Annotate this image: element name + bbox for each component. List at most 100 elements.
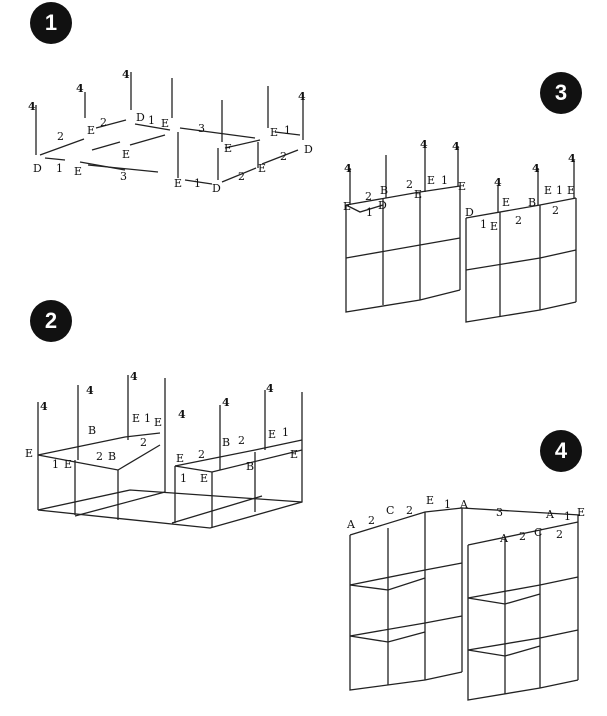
step-2-number: 2 xyxy=(44,308,58,333)
right-unit-base xyxy=(467,545,579,701)
rod-2 xyxy=(39,138,85,156)
label-e: E xyxy=(258,162,266,175)
left-shelf-1 xyxy=(349,562,463,586)
step-1-labels: 4 4 4 4 2 2 E D 1 E 3 E D 1 E 3 E E 1 D … xyxy=(28,68,313,195)
label-1: 1 xyxy=(366,206,373,219)
label-2: 2 xyxy=(100,116,107,129)
label-4: 4 xyxy=(568,152,576,165)
label-4: 4 xyxy=(178,408,186,421)
step-3-number: 3 xyxy=(554,80,568,105)
label-2: 2 xyxy=(365,190,372,203)
label-b: B xyxy=(380,184,388,197)
label-1: 1 xyxy=(194,177,201,190)
label-e: E xyxy=(25,447,33,460)
label-1: 1 xyxy=(52,458,59,471)
label-2: 2 xyxy=(238,170,245,183)
label-d: D xyxy=(304,143,313,156)
label-e: E xyxy=(174,177,182,190)
label-e: E xyxy=(270,126,278,139)
label-3: 3 xyxy=(120,170,127,183)
step-1-number: 1 xyxy=(44,10,58,35)
label-d: D xyxy=(465,206,474,219)
rod-2 xyxy=(91,141,121,151)
label-4: 4 xyxy=(130,370,138,383)
label-4: 4 xyxy=(122,68,130,81)
label-e: E xyxy=(414,188,422,201)
label-a: A xyxy=(346,518,356,531)
rod-2 xyxy=(224,139,261,149)
label-e: E xyxy=(544,184,552,197)
shelf-right-side xyxy=(174,449,303,473)
label-1: 1 xyxy=(180,472,187,485)
label-2: 2 xyxy=(515,214,522,227)
label-b: B xyxy=(246,460,254,473)
label-e: E xyxy=(577,506,585,519)
label-1: 1 xyxy=(56,162,63,175)
label-e: E xyxy=(200,472,208,485)
label-2: 2 xyxy=(552,204,559,217)
rod-2 xyxy=(261,149,299,165)
left-unit-base xyxy=(345,205,461,313)
label-4: 4 xyxy=(76,82,84,95)
label-e: E xyxy=(490,220,498,233)
label-e: E xyxy=(343,200,351,213)
rod-3 xyxy=(179,127,256,139)
label-1: 1 xyxy=(441,174,448,187)
label-2: 2 xyxy=(406,178,413,191)
label-d: D xyxy=(378,199,387,212)
label-e: E xyxy=(87,124,95,137)
label-2: 2 xyxy=(280,150,287,163)
right-shelf-side xyxy=(467,593,541,605)
label-c: C xyxy=(534,526,542,539)
label-1: 1 xyxy=(556,184,563,197)
label-c: C xyxy=(386,504,394,517)
label-b: B xyxy=(222,436,230,449)
left-shelf-side xyxy=(349,631,426,643)
label-a: A xyxy=(499,532,509,545)
label-e: E xyxy=(154,416,162,429)
label-e: E xyxy=(224,142,232,155)
label-4: 4 xyxy=(28,100,36,113)
label-2: 2 xyxy=(57,130,64,143)
step-1-rods xyxy=(35,72,304,185)
left-top-side xyxy=(345,204,384,213)
rod-1 xyxy=(44,157,66,161)
right-shelf-side xyxy=(467,645,541,657)
step-4-badge: 4 xyxy=(540,430,582,472)
label-1: 1 xyxy=(284,124,291,137)
step-4-right-unit xyxy=(467,515,579,701)
label-1: 1 xyxy=(444,498,451,511)
base-inner xyxy=(171,495,263,524)
base-back xyxy=(37,489,303,511)
rod-1 xyxy=(184,179,213,185)
label-e: E xyxy=(74,165,82,178)
step-1-badge: 1 xyxy=(30,2,72,44)
label-1: 1 xyxy=(148,114,155,127)
step-2-badge: 2 xyxy=(30,300,72,342)
step-3-badge: 3 xyxy=(540,72,582,114)
label-d: D xyxy=(212,182,221,195)
label-e: E xyxy=(268,428,276,441)
label-4: 4 xyxy=(40,400,48,413)
label-b: B xyxy=(528,196,536,209)
step-2-frame xyxy=(37,375,303,529)
label-4: 4 xyxy=(86,384,94,397)
label-3: 3 xyxy=(496,506,503,519)
rod-1 xyxy=(134,123,171,131)
step-4-left-unit xyxy=(349,507,581,691)
label-e: E xyxy=(502,196,510,209)
label-e: E xyxy=(64,458,72,471)
label-2: 2 xyxy=(556,528,563,541)
step-3-left-unit xyxy=(345,146,461,313)
label-b: B xyxy=(88,424,96,437)
label-d: D xyxy=(33,162,42,175)
label-d: D xyxy=(136,111,145,124)
shelf-right-front xyxy=(174,439,303,467)
label-e: E xyxy=(132,412,140,425)
step-2-labels: 4 4 4 4 4 4 E 1 E B 2 B E 1 E 2 E 2 1 E … xyxy=(25,370,298,485)
label-a: A xyxy=(459,498,469,511)
label-e: E xyxy=(567,184,575,197)
